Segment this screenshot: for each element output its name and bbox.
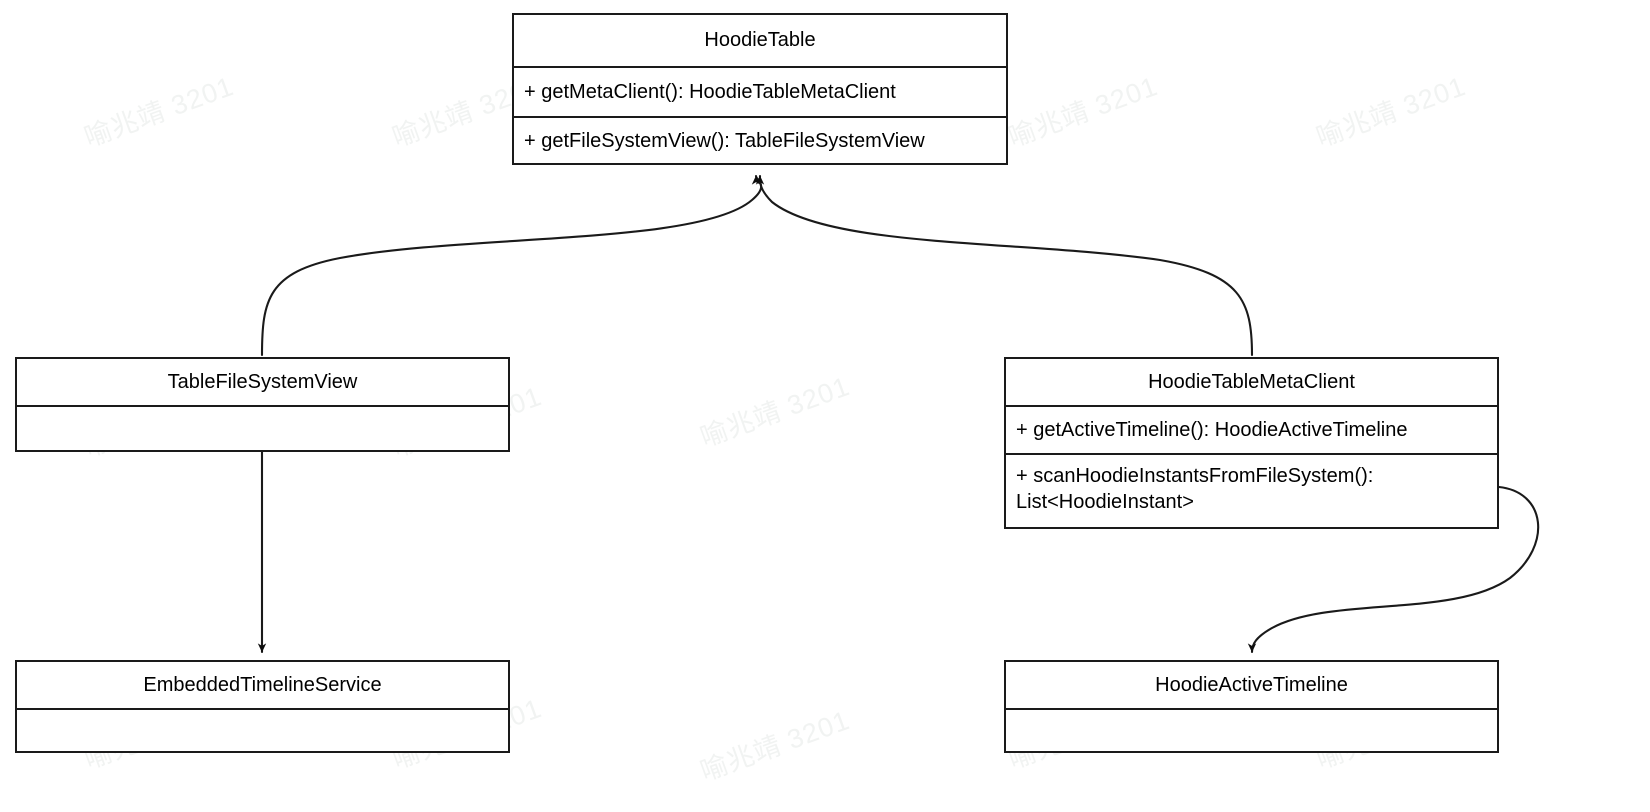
class-box-hoodie-table[interactable]: HoodieTable + getMetaClient(): HoodieTabl… xyxy=(512,13,1008,165)
class-compartment-hoodie-table-meta-client-0: + getActiveTimeline(): HoodieActiveTimel… xyxy=(1006,407,1497,453)
member-line: + scanHoodieInstantsFromFileSystem(): xyxy=(1016,465,1374,487)
compartment-text: + getActiveTimeline(): HoodieActiveTimel… xyxy=(1016,419,1407,442)
class-compartment-table-file-system-view-0 xyxy=(17,407,508,452)
compartment-text: + scanHoodieInstantsFromFileSystem(): Lis… xyxy=(1016,464,1373,515)
class-name-hoodie-table-meta-client: HoodieTableMetaClient xyxy=(1006,359,1497,407)
class-compartment-hoodie-active-timeline-0 xyxy=(1006,710,1497,753)
member-line: + getFileSystemView(): TableFileSystemVi… xyxy=(524,130,925,152)
class-box-embedded-timeline-service[interactable]: EmbeddedTimelineService xyxy=(15,660,510,753)
class-compartment-hoodie-table-meta-client-1: + scanHoodieInstantsFromFileSystem(): Lis… xyxy=(1006,453,1497,527)
watermark-text: 喻兆靖 3201 xyxy=(696,371,854,453)
watermark-text: 喻兆靖 3201 xyxy=(1004,71,1162,153)
member-line: + getActiveTimeline(): HoodieActiveTimel… xyxy=(1016,418,1408,441)
class-box-table-file-system-view[interactable]: TableFileSystemView xyxy=(15,357,510,452)
member-line: + getMetaClient(): HoodieTableMetaClient xyxy=(524,80,896,103)
class-name-table-file-system-view: TableFileSystemView xyxy=(17,359,508,407)
relationship-edge-htmc-to-hoodietable xyxy=(755,174,1254,357)
class-box-hoodie-table-meta-client[interactable]: HoodieTableMetaClient + getActiveTimeline… xyxy=(1004,357,1499,529)
class-compartment-hoodie-table-0: + getMetaClient(): HoodieTableMetaClient xyxy=(514,68,1006,116)
class-compartment-embedded-timeline-service-0 xyxy=(17,710,508,753)
watermark-text: 喻兆靖 3201 xyxy=(1312,71,1470,153)
relationship-edge-tfsv-to-hoodietable xyxy=(260,174,763,357)
class-name-hoodie-table: HoodieTable xyxy=(514,15,1006,68)
watermark-text: 喻兆靖 3201 xyxy=(696,705,854,787)
compartment-text: + getFileSystemView(): TableFileSystemVi… xyxy=(524,130,925,153)
compartment-text: + getMetaClient(): HoodieTableMetaClient xyxy=(524,81,896,104)
class-compartment-hoodie-table-1: + getFileSystemView(): TableFileSystemVi… xyxy=(514,116,1006,165)
class-name-embedded-timeline-service: EmbeddedTimelineService xyxy=(17,662,508,710)
member-line: List<HoodieInstant> xyxy=(1016,490,1194,513)
class-box-hoodie-active-timeline[interactable]: HoodieActiveTimeline xyxy=(1004,660,1499,753)
watermark-text: 喻兆靖 3201 xyxy=(80,71,238,153)
class-name-hoodie-active-timeline: HoodieActiveTimeline xyxy=(1006,662,1497,710)
